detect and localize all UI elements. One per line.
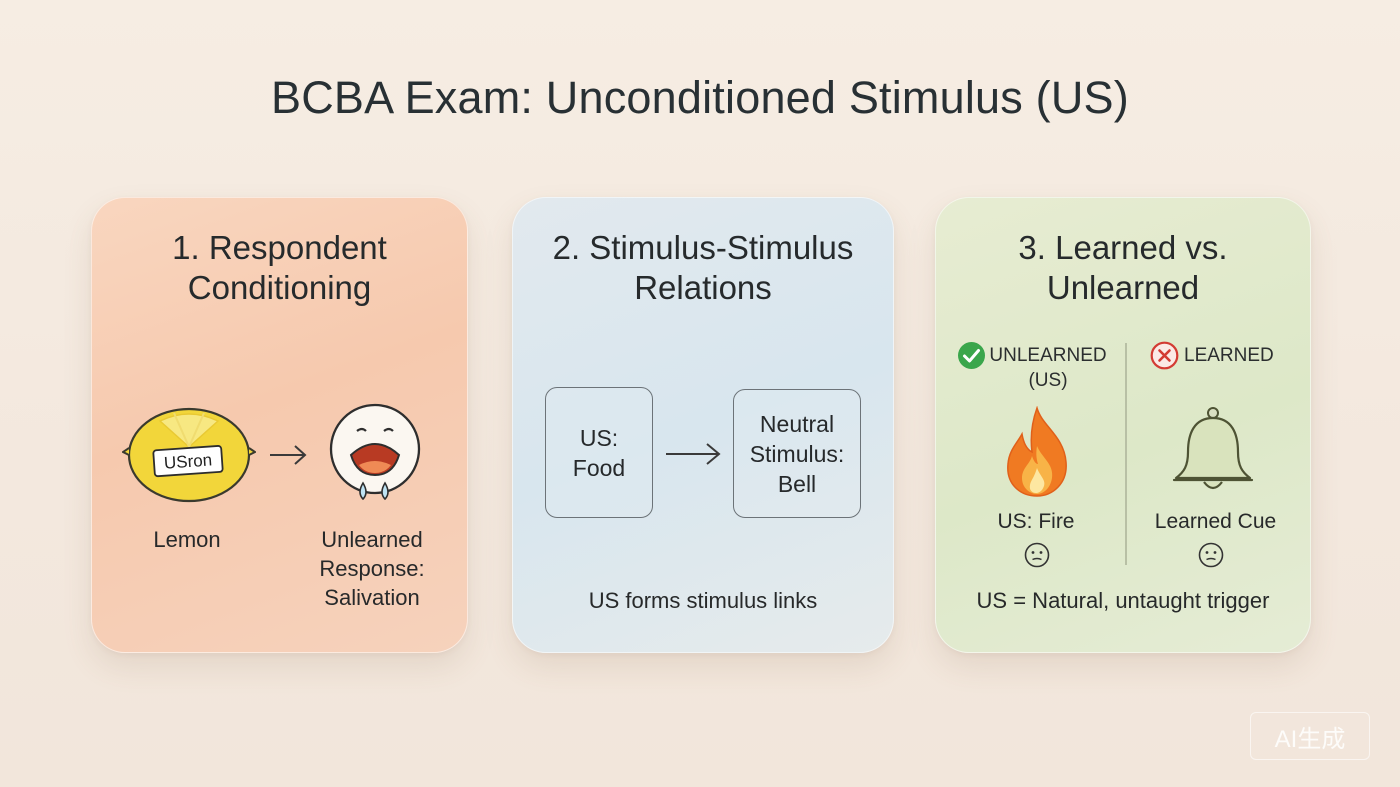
learned-heading: LEARNED	[1184, 345, 1274, 366]
page-title: BCBA Exam: Unconditioned Stimulus (US)	[271, 72, 1129, 123]
panel-title: 3. Learned vs. Unlearned	[936, 228, 1310, 308]
check-circle-icon	[958, 342, 985, 369]
panel-title-line: Unlearned	[1046, 269, 1200, 306]
panel-title-line: 3. Learned vs.	[1018, 229, 1228, 266]
lemon-icon: USron	[122, 407, 256, 503]
lemon-tag-text: USron	[163, 450, 212, 472]
arrow-right-icon	[270, 445, 307, 465]
box-line: Bell	[777, 470, 817, 497]
panel-learned-vs-unlearned: 3. Learned vs. Unlearned UNLEARNED (US) …	[935, 197, 1311, 653]
panel-caption: US = Natural, untaught trigger	[976, 588, 1270, 613]
response-label-line: Response:	[319, 556, 425, 581]
watermark: AI生成	[1250, 712, 1370, 760]
us-food-box: US: Food	[545, 387, 653, 518]
unlearned-heading-line: (US)	[1028, 370, 1068, 391]
fire-icon	[1007, 406, 1067, 497]
panel-title-line: 1. Respondent	[172, 229, 387, 266]
fire-label: US: Fire	[997, 510, 1075, 533]
response-label: Unlearned Response: Salivation	[302, 525, 442, 612]
salivating-face-icon	[329, 403, 421, 501]
panel-title: 1. Respondent Conditioning	[92, 228, 467, 308]
unlearned-heading: UNLEARNED (US)	[988, 343, 1108, 393]
response-label-line: Unlearned	[321, 527, 423, 552]
neutral-stimulus-box: Neutral Stimulus: Bell	[733, 389, 861, 518]
panel-caption: US forms stimulus links	[588, 588, 818, 613]
stimulus-label: Lemon	[153, 527, 221, 552]
bell-label: Learned Cue	[1154, 510, 1277, 533]
panel-title: 2. Stimulus-Stimulus Relations	[513, 228, 893, 308]
panel-stimulus-stimulus-relations: 2. Stimulus-Stimulus Relations US: Food …	[512, 197, 894, 653]
box-line: Stimulus:	[749, 440, 845, 467]
panel-title-line: Conditioning	[187, 269, 372, 306]
box-line: Neutral	[759, 410, 835, 437]
arrow-right-icon	[666, 443, 721, 465]
box-line: Food	[572, 454, 626, 481]
neutral-face-icon	[1024, 542, 1050, 568]
panel-title-line: Relations	[634, 269, 772, 306]
panel-respondent-conditioning: 1. Respondent Conditioning USron Lemon U…	[91, 197, 468, 653]
unlearned-heading-line: UNLEARNED	[989, 345, 1107, 366]
neutral-face-icon	[1198, 542, 1224, 568]
box-line: US:	[579, 424, 619, 451]
panel-title-line: 2. Stimulus-Stimulus	[552, 229, 854, 266]
x-circle-icon	[1150, 341, 1179, 370]
response-label-line: Salivation	[324, 585, 420, 610]
bell-icon	[1172, 407, 1254, 490]
column-divider	[1125, 343, 1127, 565]
